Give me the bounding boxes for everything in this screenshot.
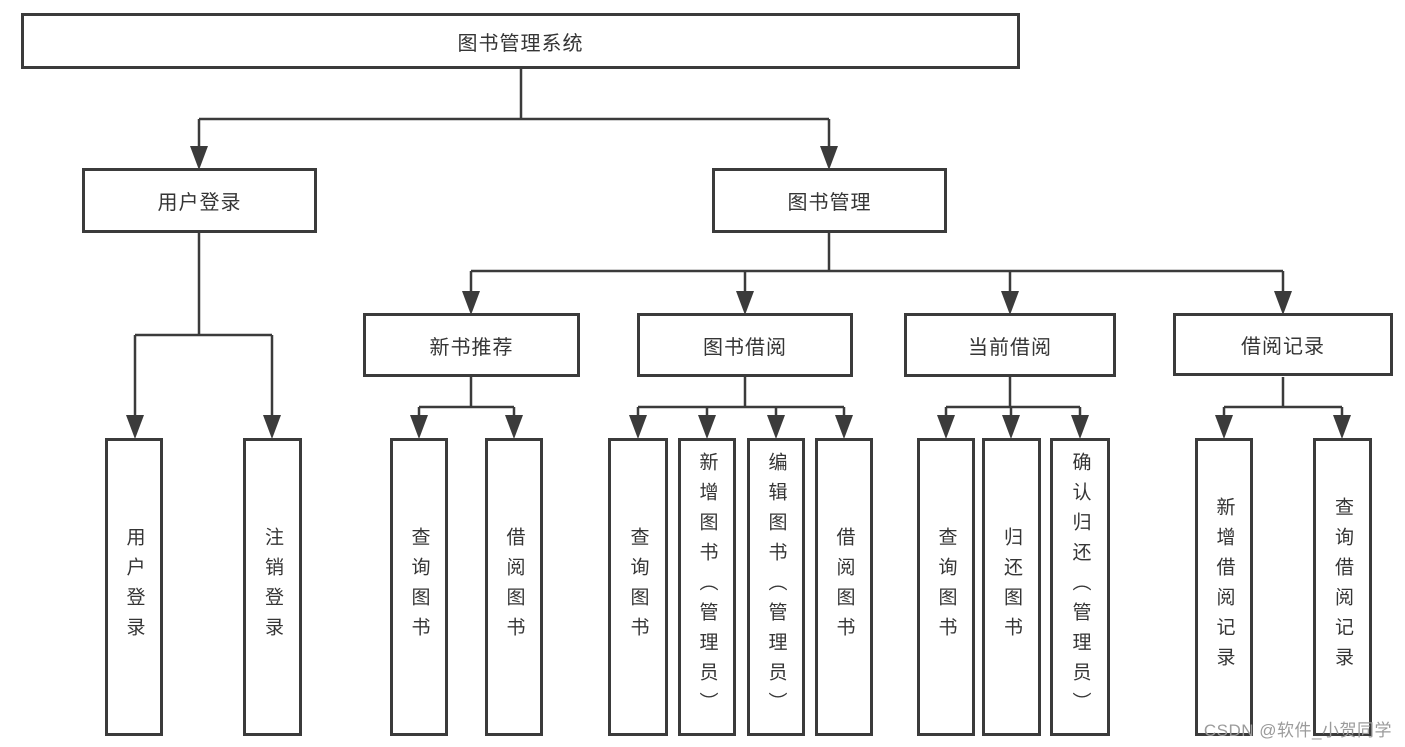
- leaf-add-book-admin: 新增图书（管理员）: [678, 438, 736, 736]
- leaf-confirm-return-admin: 确认归还（管理员）: [1050, 438, 1110, 736]
- node-current-borrowing: 当前借阅: [904, 313, 1116, 377]
- node-label: 新增图书（管理员）: [696, 452, 718, 722]
- node-book-management: 图书管理: [712, 168, 947, 233]
- arrowhead-icons: [126, 146, 1351, 439]
- leaf-query-borrow-record: 查询借阅记录: [1313, 438, 1372, 736]
- node-label: 新增借阅记录: [1213, 497, 1235, 677]
- node-label: 查询借阅记录: [1332, 497, 1353, 677]
- node-label: 图书管理: [787, 192, 872, 214]
- node-label: 查询图书: [935, 527, 957, 647]
- node-label: 借阅记录: [1241, 336, 1325, 358]
- leaf-recommend-query-books: 查询图书: [390, 438, 448, 736]
- node-label: 注销登录: [262, 527, 283, 647]
- node-label: 借阅图书: [503, 527, 525, 647]
- leaf-user-login: 用户登录: [105, 438, 163, 736]
- leaf-add-borrow-record: 新增借阅记录: [1195, 438, 1253, 736]
- node-label: 图书借阅: [703, 336, 787, 359]
- node-user-login: 用户登录: [82, 168, 317, 233]
- watermark: CSDN @软件_小贺同学: [1203, 721, 1392, 740]
- leaf-recommend-borrow-books: 借阅图书: [485, 438, 543, 736]
- leaf-logout: 注销登录: [243, 438, 302, 736]
- node-book-borrowing: 图书借阅: [637, 313, 853, 377]
- node-borrowing-records: 借阅记录: [1173, 313, 1393, 376]
- leaf-edit-book-admin: 编辑图书（管理员）: [747, 438, 805, 736]
- leaf-borrow-books: 借阅图书: [815, 438, 873, 736]
- node-label: 用户登录: [157, 192, 242, 214]
- node-label: 新书推荐: [429, 336, 514, 359]
- node-label: 查询图书: [627, 527, 649, 647]
- node-label: 图书管理系统: [457, 32, 584, 55]
- leaf-current-query-books: 查询图书: [917, 438, 975, 736]
- leaf-borrow-query-books: 查询图书: [608, 438, 668, 736]
- node-new-book-recommend: 新书推荐: [363, 313, 580, 377]
- node-label: 归还图书: [1001, 527, 1022, 647]
- node-label: 编辑图书（管理员）: [765, 452, 787, 722]
- node-label: 用户登录: [123, 527, 145, 647]
- node-label: 确认归还（管理员）: [1069, 452, 1091, 722]
- node-label: 当前借阅: [968, 336, 1052, 359]
- node-label: 借阅图书: [833, 527, 855, 647]
- node-library-system-root: 图书管理系统: [21, 13, 1020, 69]
- node-label: 查询图书: [408, 527, 430, 647]
- leaf-return-book: 归还图书: [982, 438, 1041, 736]
